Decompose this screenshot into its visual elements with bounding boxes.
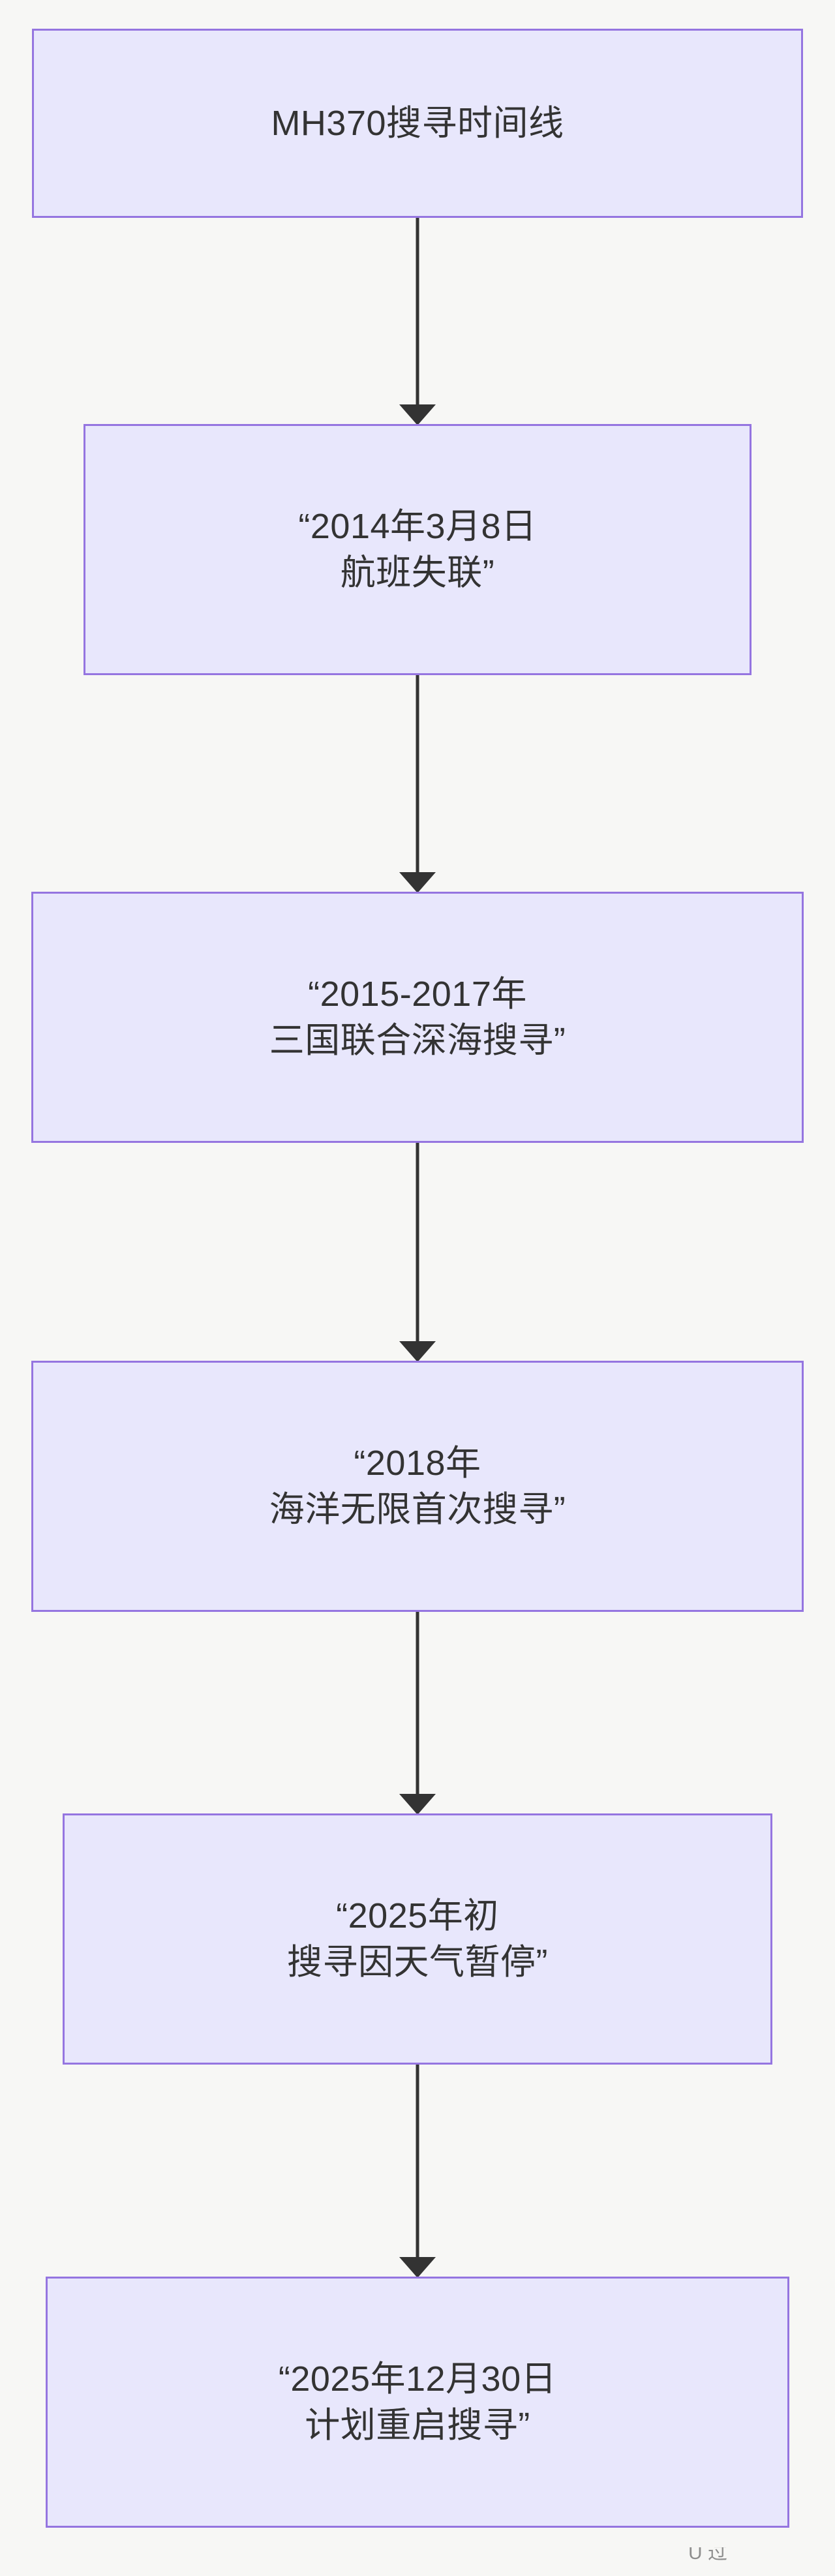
- node-event-3-label: “2018年 海洋无限首次搜寻”: [269, 1444, 566, 1529]
- node-event-2-label: “2015-2017年 三国联合深海搜寻”: [269, 975, 566, 1060]
- node-event-1[interactable]: “2014年3月8日 航班失联”: [84, 424, 752, 675]
- node-event-1-label: “2014年3月8日 航班失联”: [298, 507, 537, 592]
- node-event-5-label: “2025年12月30日 计划重启搜寻”: [278, 2359, 557, 2445]
- node-event-4[interactable]: “2025年初 搜寻因天气暂停”: [63, 1813, 772, 2065]
- node-title-label: MH370搜寻时间线: [271, 103, 564, 143]
- node-event-4-label: “2025年初 搜寻因天气暂停”: [287, 1896, 548, 1982]
- node-event-2[interactable]: “2015-2017年 三国联合深海搜寻”: [31, 892, 804, 1143]
- node-event-5[interactable]: “2025年12月30日 计划重启搜寻”: [46, 2277, 789, 2528]
- node-event-3[interactable]: “2018年 海洋无限首次搜寻”: [31, 1361, 804, 1612]
- node-title[interactable]: MH370搜寻时间线: [32, 29, 803, 218]
